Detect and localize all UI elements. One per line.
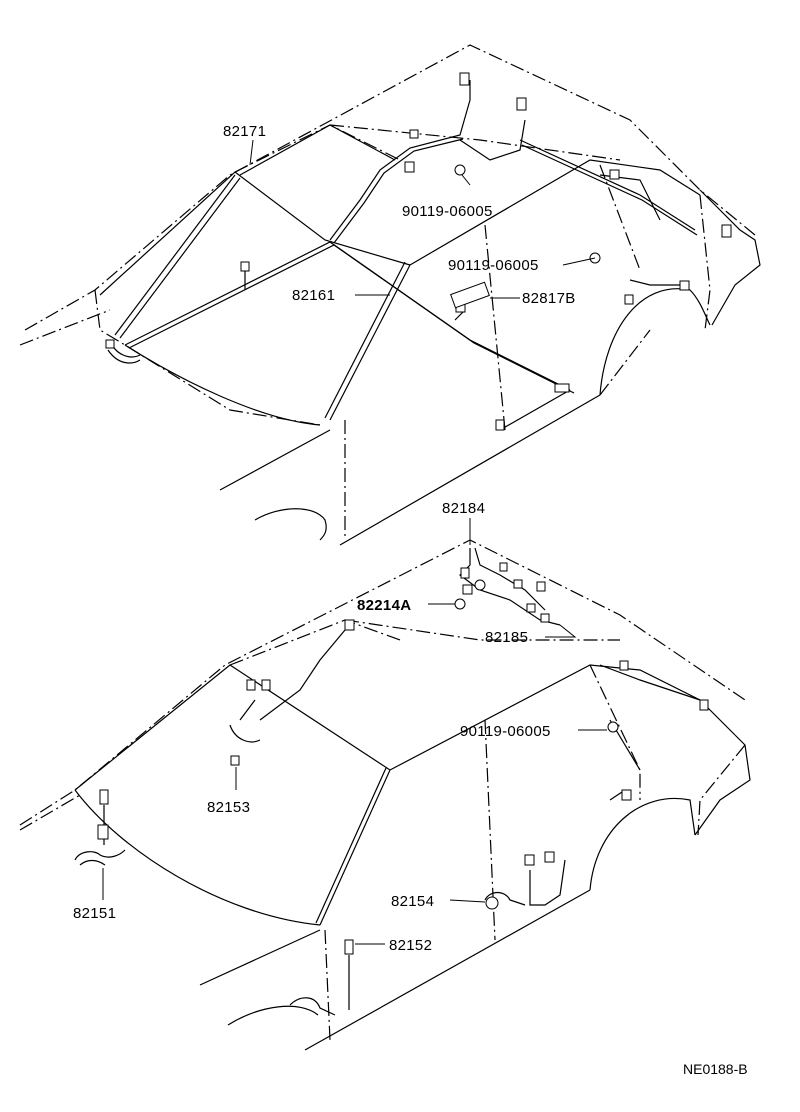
connector-clip — [526, 603, 536, 613]
connector-clip — [721, 224, 732, 238]
connector-clip — [240, 261, 250, 272]
part-number-82151: 82151 — [73, 905, 116, 922]
upper-car-body — [19, 44, 761, 546]
grommet-icon — [474, 579, 486, 591]
connector-clip — [460, 567, 470, 579]
connector-clip — [105, 339, 115, 349]
connector-clip — [499, 562, 508, 572]
lower-leader-lines — [102, 518, 607, 945]
part-number-82185: 82185 — [485, 629, 528, 646]
part-number-82171: 82171 — [223, 123, 266, 140]
connector-clip — [544, 851, 555, 863]
figure-code: NE0188-B — [683, 1061, 748, 1077]
connector-clip — [536, 581, 546, 592]
connector-clip — [404, 161, 415, 173]
connector-82153-icon — [230, 755, 240, 766]
part-number-82152: 82152 — [389, 937, 432, 954]
connector-82214a-icon — [454, 598, 466, 610]
bolt-icon — [607, 721, 619, 733]
connector-clip — [624, 294, 634, 305]
connector-clip — [699, 699, 709, 711]
part-number-82154: 82154 — [391, 893, 434, 910]
connector-clip — [524, 854, 535, 866]
connector-clip — [619, 660, 629, 671]
bolt-icon — [454, 164, 466, 176]
connector-82152-icon — [344, 939, 354, 955]
connector-clip — [609, 169, 620, 180]
part-number-82161: 82161 — [292, 287, 335, 304]
connector-clip — [246, 679, 256, 691]
connector-clip — [261, 679, 271, 691]
upper-leader-lines — [249, 139, 596, 299]
connector-clip — [679, 280, 690, 291]
connector-clip — [344, 619, 355, 631]
connector-clip — [462, 584, 473, 595]
connector-82151-icon — [97, 824, 109, 840]
part-number-90119-c: 90119-06005 — [460, 723, 551, 740]
pad-82817b-icon — [450, 281, 490, 309]
connector-clip — [459, 72, 470, 86]
part-number-90119-b: 90119-06005 — [448, 257, 539, 274]
lower-wire-harness — [74, 547, 709, 1016]
cross-wire-harness-82161 — [124, 241, 690, 431]
part-number-82817b: 82817B — [522, 290, 576, 307]
roof-wire-harness-82171 — [105, 72, 732, 364]
connector-clip — [513, 579, 523, 589]
part-number-82153: 82153 — [207, 799, 250, 816]
part-number-82184: 82184 — [442, 500, 485, 517]
connector-clip — [540, 613, 550, 623]
connector-82154-icon — [485, 896, 499, 910]
part-number-82214a: 82214A — [357, 597, 411, 614]
connector-clip — [409, 129, 419, 139]
connector-clip — [621, 789, 632, 801]
connector-clip — [99, 789, 109, 805]
part-number-90119-a: 90119-06005 — [402, 203, 493, 220]
lower-car-body — [19, 539, 751, 1051]
connector-clip — [554, 383, 570, 393]
connector-clip — [495, 419, 505, 431]
connector-clip — [516, 97, 527, 111]
